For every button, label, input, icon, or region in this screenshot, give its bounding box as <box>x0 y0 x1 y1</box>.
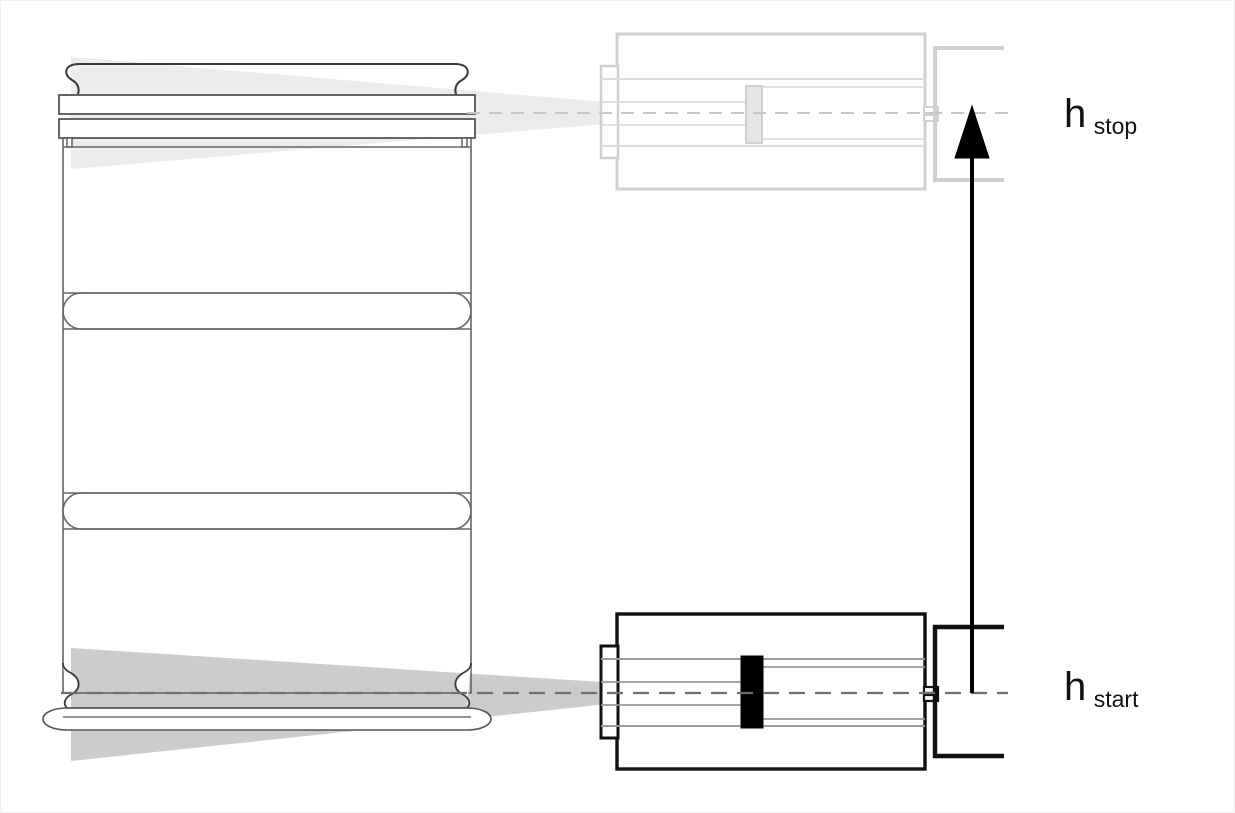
travel-arrow-head <box>954 104 990 159</box>
measuring-head-stop-position[interactable] <box>467 32 1008 191</box>
label-h-stop-subscript: stop <box>1093 113 1138 139</box>
column-bottom-knuckle-right <box>454 662 472 709</box>
sensor-stop-connector-lower <box>923 114 939 122</box>
column-top-gasket-left <box>66 137 73 148</box>
sensor-start-connector-lower <box>922 693 940 703</box>
cylindrical-column <box>42 63 492 731</box>
label-h-start-subscript: start <box>1093 686 1139 712</box>
beam-cone-start <box>71 648 617 761</box>
column-top-gasket-right <box>461 137 468 148</box>
column-bottom-head <box>42 662 492 731</box>
label-h-start-base: h <box>1064 665 1087 709</box>
column-top-flange-upper <box>58 94 476 115</box>
sensor-stop-detector-block <box>745 85 763 144</box>
column-bottom-knuckle-left <box>62 662 80 709</box>
sensor-stop-housing <box>615 32 927 191</box>
measuring-head-start-position[interactable] <box>61 612 1008 771</box>
label-h-stop-base: h <box>1064 92 1087 136</box>
column-shell <box>62 130 472 694</box>
sensor-start-housing <box>615 612 927 771</box>
column-bottom-plate <box>42 707 492 731</box>
column-flange-ring-2 <box>62 492 472 530</box>
travel-direction-arrow <box>954 104 990 693</box>
column-top-flange-lower <box>58 118 476 139</box>
column-flange-ring-1 <box>62 292 472 330</box>
sensor-start-mount-bracket <box>932 624 1004 759</box>
